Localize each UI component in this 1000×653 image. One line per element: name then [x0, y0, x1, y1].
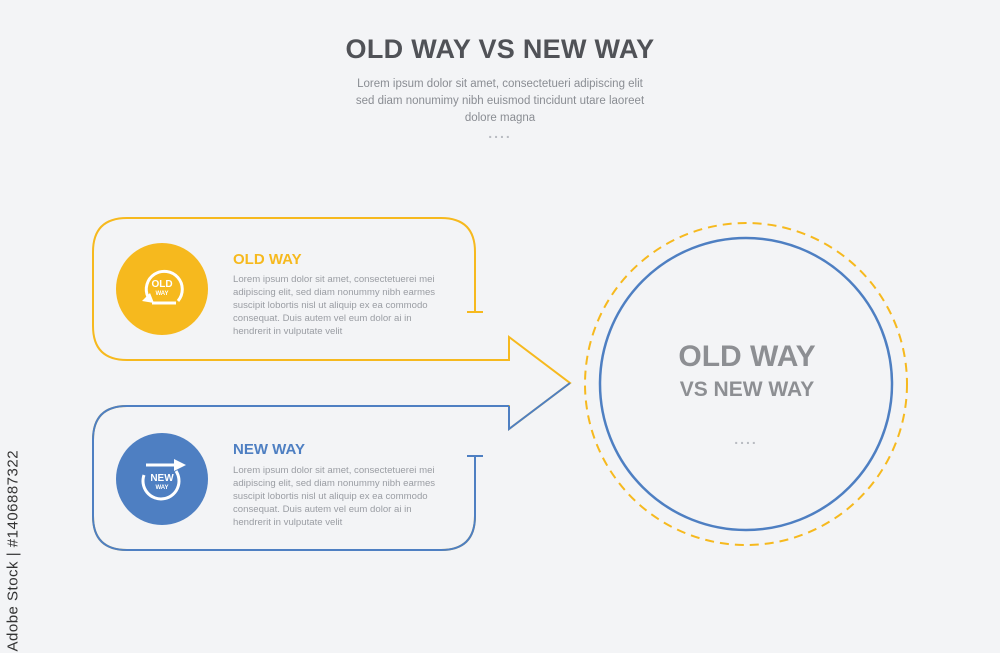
watermark-side-text: Adobe Stock | #1406887322	[4, 449, 22, 652]
center-title-line2: VS NEW WAY	[679, 378, 815, 401]
old-way-badge-label: OLD	[151, 279, 173, 290]
old-way-description: Lorem ipsum dolor sit amet, consectetuer…	[233, 274, 436, 337]
inner-circle	[598, 236, 894, 532]
center-title-line1: OLD WAY	[678, 340, 816, 373]
page-title: OLD WAY VS NEW WAY	[345, 34, 655, 64]
new-way-connector	[92, 382, 571, 551]
cycle-arrows-icon	[142, 269, 184, 305]
old-way-heading: OLD WAY	[233, 251, 302, 268]
new-way-badge: NEW WAY	[116, 433, 208, 525]
old-way-badge-sublabel: WAY	[155, 291, 169, 297]
new-way-heading: NEW WAY	[233, 441, 305, 458]
center-dots: ....	[734, 431, 758, 447]
outer-dashed-circle	[584, 222, 908, 546]
page-subtitle: Lorem ipsum dolor sit amet, consectetuer…	[355, 78, 645, 124]
old-way-badge: OLD WAY	[116, 243, 208, 335]
new-way-badge-sublabel: WAY	[155, 485, 169, 491]
new-way-badge-label: NEW	[150, 473, 174, 484]
header-dots: ....	[488, 125, 512, 141]
new-way-description: Lorem ipsum dolor sit amet, consectetuer…	[233, 465, 436, 528]
forward-cycle-icon	[141, 459, 186, 501]
